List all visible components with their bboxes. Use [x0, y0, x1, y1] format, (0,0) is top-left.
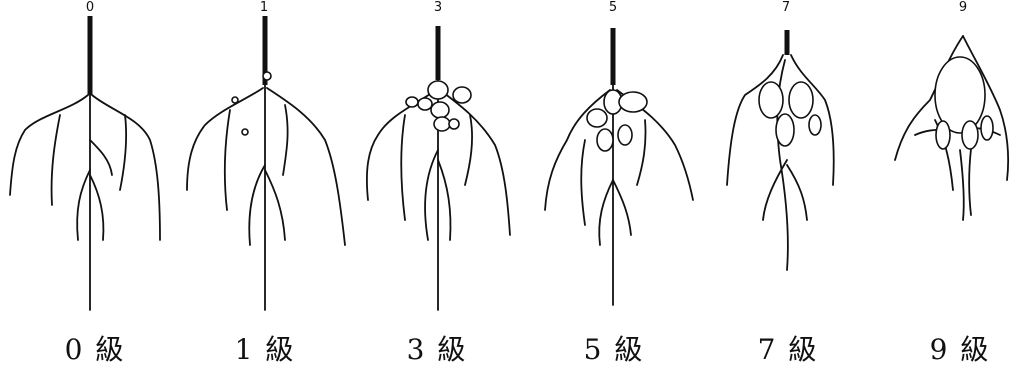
grade-3-caption: 3 級 — [377, 328, 497, 368]
grade-9-caption: 9 級 — [900, 328, 1020, 368]
grade-1-caption: 1 級 — [205, 328, 325, 368]
grade-0-caption: 0 級 — [35, 328, 155, 368]
grade-7-root-drawing — [705, 0, 855, 320]
grade-5-caption: 5 級 — [554, 328, 674, 368]
grade-5-root-drawing — [525, 0, 705, 320]
grade-3-root-drawing — [350, 0, 520, 320]
grade-1-root-drawing — [175, 0, 350, 320]
grade-7-caption: 7 級 — [728, 328, 848, 368]
grade-9-root-drawing — [875, 0, 1020, 320]
grade-0-root-drawing — [0, 0, 170, 320]
